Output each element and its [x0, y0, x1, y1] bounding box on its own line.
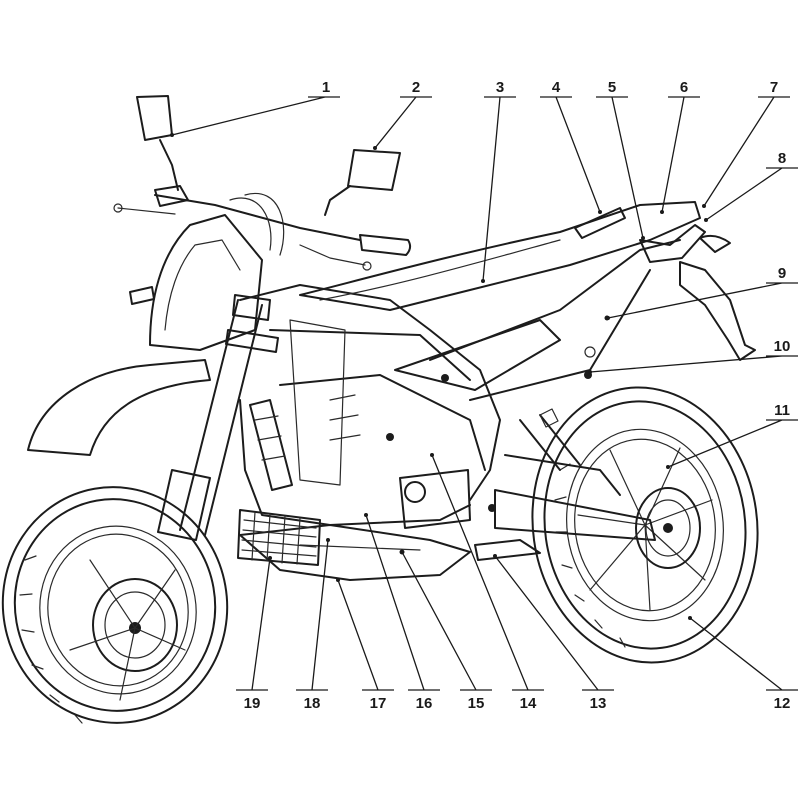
callout-2: 2 — [412, 79, 420, 96]
callout-11: 11 — [774, 402, 790, 419]
callout-5: 5 — [608, 79, 616, 96]
callout-8: 8 — [778, 150, 786, 167]
swingarm — [474, 408, 656, 561]
radiator-grille — [237, 509, 321, 566]
leader-lines — [170, 96, 798, 691]
callout-10: 10 — [774, 338, 791, 355]
tail-bracket — [639, 224, 756, 361]
handlebar — [113, 185, 412, 271]
rear-subframe — [394, 239, 681, 401]
front-fork — [157, 294, 279, 541]
callout-labels: 1 2 3 4 5 6 7 8 9 10 11 12 13 14 15 16 1… — [244, 79, 791, 712]
right-mirror — [324, 149, 401, 216]
callout-18: 18 — [304, 695, 321, 712]
callout-17: 17 — [370, 695, 387, 712]
callout-19: 19 — [244, 695, 261, 712]
callout-14: 14 — [520, 695, 537, 712]
callout-4: 4 — [552, 79, 561, 96]
left-mirror — [136, 95, 179, 191]
callout-15: 15 — [468, 695, 485, 712]
rear-wheel — [531, 386, 759, 664]
front-fender — [27, 359, 211, 456]
callout-1: 1 — [322, 79, 330, 96]
callout-16: 16 — [416, 695, 433, 712]
motorcycle-drawing — [1, 95, 759, 724]
front-wheel — [1, 486, 229, 724]
seat — [299, 201, 701, 311]
callout-3: 3 — [496, 79, 504, 96]
callout-9: 9 — [778, 265, 786, 282]
headlight-cowl — [129, 214, 263, 351]
callout-13: 13 — [590, 695, 607, 712]
callout-6: 6 — [680, 79, 688, 96]
callout-7: 7 — [770, 79, 778, 96]
frame-body — [239, 284, 501, 529]
callout-12: 12 — [774, 695, 791, 712]
